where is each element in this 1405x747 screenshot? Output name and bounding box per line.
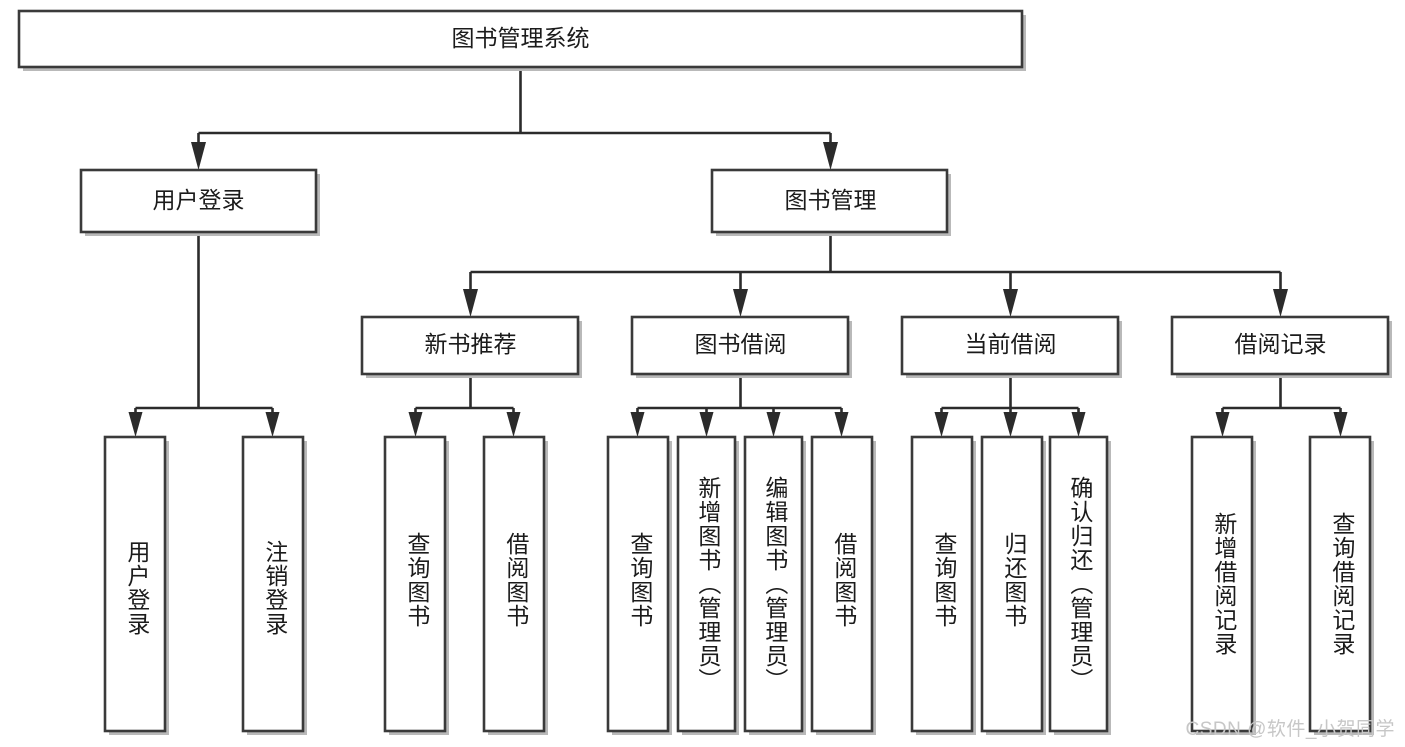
node-newbook[interactable]: 新书推荐 <box>360 315 582 378</box>
connector-group-borrow-to-leaves <box>630 374 849 437</box>
arrowhead-leaf-query-record <box>1333 412 1348 437</box>
node-root[interactable]: 图书管理系统 <box>17 9 1026 71</box>
node-leaf-query-book-new-label: 查询图书 <box>404 532 431 628</box>
arrowhead-leaf-confirm-return-admin <box>1071 412 1086 437</box>
node-leaf-add-book-admin[interactable]: 新增图书（管理员） <box>676 435 739 735</box>
node-leaf-query-book-borrow-box <box>606 435 670 733</box>
node-leaf-user-logout[interactable]: 注销登录 <box>241 435 307 735</box>
node-leaf-query-record-label: 查询借阅记录 <box>1329 512 1356 656</box>
node-login-box <box>79 168 318 234</box>
arrowhead-leaf-query-book-borrow <box>630 412 645 437</box>
node-bookmgmt-box <box>710 168 949 234</box>
node-leaf-return-book-label: 归还图书 <box>1001 532 1028 628</box>
node-bookmgmt[interactable]: 图书管理 <box>710 168 951 236</box>
node-leaf-confirm-return-admin-box <box>1048 435 1109 733</box>
node-leaf-add-book-admin-box <box>676 435 737 733</box>
node-leaf-borrow-book-label: 借阅图书 <box>831 532 858 628</box>
node-leaf-user-logout-box <box>241 435 305 733</box>
node-leaf-user-login[interactable]: 用户登录 <box>103 435 169 735</box>
node-leaf-query-record[interactable]: 查询借阅记录 <box>1308 435 1374 735</box>
node-leaf-borrow-book-new-box <box>482 435 546 733</box>
node-leaf-borrow-book-box <box>810 435 874 733</box>
connector-group-login-to-leaves <box>128 232 280 437</box>
node-leaf-edit-book-admin-label: 编辑图书（管理员） <box>762 476 789 692</box>
arrowhead-bookmgmt <box>823 142 838 170</box>
node-newbook-label: 新书推荐 <box>425 331 517 357</box>
node-records-box <box>1170 315 1390 376</box>
connector-group-current-to-leaves <box>934 374 1086 437</box>
node-leaf-query-book-current[interactable]: 查询图书 <box>910 435 976 735</box>
node-leaf-edit-book-admin-box <box>743 435 804 733</box>
node-current-box <box>900 315 1120 376</box>
node-leaf-return-book-box <box>980 435 1044 733</box>
arrowhead-newbook <box>463 289 478 317</box>
node-leaf-user-login-label: 用户登录 <box>124 540 151 636</box>
node-leaf-user-login-box <box>103 435 167 733</box>
arrowhead-leaf-user-login <box>128 412 143 437</box>
node-records-label: 借阅记录 <box>1235 331 1327 357</box>
node-leaf-query-book-new[interactable]: 查询图书 <box>383 435 449 735</box>
node-leaf-query-book-current-box <box>910 435 974 733</box>
node-leaf-add-record[interactable]: 新增借阅记录 <box>1190 435 1256 735</box>
node-leaf-borrow-book[interactable]: 借阅图书 <box>810 435 876 735</box>
node-borrow[interactable]: 图书借阅 <box>630 315 852 378</box>
connector-group-root-to-level2 <box>191 67 838 170</box>
arrowhead-leaf-edit-book-admin <box>766 412 781 437</box>
node-login[interactable]: 用户登录 <box>79 168 320 236</box>
node-borrow-label: 图书借阅 <box>695 331 787 357</box>
node-leaf-query-book-new-box <box>383 435 447 733</box>
arrowhead-login <box>191 142 206 170</box>
arrowhead-leaf-query-book-current <box>934 412 949 437</box>
connector-group-newbook-to-leaves <box>408 374 521 437</box>
node-newbook-box <box>360 315 580 376</box>
node-login-label: 用户登录 <box>153 187 245 213</box>
node-leaf-query-book-current-label: 查询图书 <box>931 532 958 628</box>
node-current[interactable]: 当前借阅 <box>900 315 1122 378</box>
node-leaf-borrow-book-new-label: 借阅图书 <box>503 532 530 628</box>
node-leaf-add-book-admin-label: 新增图书（管理员） <box>695 476 722 692</box>
node-root-label: 图书管理系统 <box>452 25 590 51</box>
node-bookmgmt-label: 图书管理 <box>785 187 877 213</box>
arrowhead-borrow <box>733 289 748 317</box>
arrowhead-leaf-add-book-admin <box>699 412 714 437</box>
node-records[interactable]: 借阅记录 <box>1170 315 1392 378</box>
connector-group-records-to-leaves <box>1215 374 1348 437</box>
node-leaf-borrow-book-new[interactable]: 借阅图书 <box>482 435 548 735</box>
arrowhead-leaf-user-logout <box>265 412 280 437</box>
node-current-label: 当前借阅 <box>965 331 1057 357</box>
node-leaf-confirm-return-admin-label: 确认归还（管理员） <box>1067 476 1094 692</box>
node-leaf-confirm-return-admin[interactable]: 确认归还（管理员） <box>1048 435 1111 735</box>
node-leaf-query-record-box <box>1308 435 1372 733</box>
node-leaf-add-record-label: 新增借阅记录 <box>1211 512 1238 656</box>
arrowhead-leaf-return-book <box>1003 412 1018 437</box>
node-root-box <box>17 9 1024 69</box>
node-leaf-user-logout-label: 注销登录 <box>262 540 289 636</box>
node-leaf-add-record-box <box>1190 435 1254 733</box>
arrowhead-leaf-query-book-new <box>408 412 423 437</box>
node-leaf-query-book-borrow[interactable]: 查询图书 <box>606 435 672 735</box>
node-borrow-box <box>630 315 850 376</box>
arrowhead-current <box>1003 289 1018 317</box>
node-leaf-edit-book-admin[interactable]: 编辑图书（管理员） <box>743 435 806 735</box>
arrowhead-leaf-borrow-book <box>834 412 849 437</box>
arrowhead-leaf-borrow-book-new <box>506 412 521 437</box>
arrowhead-records <box>1273 289 1288 317</box>
node-leaf-return-book[interactable]: 归还图书 <box>980 435 1046 735</box>
connector-group-bookmgmt-to-level3 <box>463 232 1288 317</box>
csdn-watermark: CSDN @软件_小贺同学 <box>1185 719 1395 740</box>
node-leaf-query-book-borrow-label: 查询图书 <box>627 532 654 628</box>
arrowhead-leaf-add-record <box>1215 412 1230 437</box>
